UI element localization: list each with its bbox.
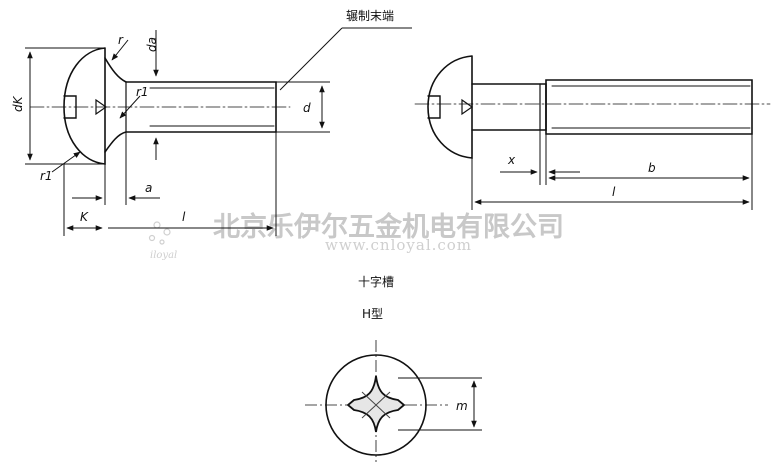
right-head-outline <box>427 55 473 159</box>
left-head-outline <box>63 47 106 165</box>
label-d-left: d <box>303 101 311 115</box>
label-da: da <box>145 37 159 52</box>
label-b: b <box>648 161 656 175</box>
right-shank <box>471 83 547 131</box>
watermark: iloyal 北京乐伊尔五金机电有限公司 www.cnloyal.com <box>148 211 564 261</box>
label-type-h: H型 <box>362 307 383 321</box>
watermark-logo-text: iloyal <box>150 250 177 261</box>
label-x: x <box>507 153 516 167</box>
label-m: m <box>456 399 468 413</box>
label-dk: dK <box>11 95 25 112</box>
left-neck <box>104 57 127 153</box>
right-dimensions <box>471 130 753 210</box>
cross-recess-shape <box>346 375 406 433</box>
label-l-right: l <box>612 185 616 199</box>
label-r: r <box>118 33 124 47</box>
right-thread <box>545 79 753 135</box>
label-k: K <box>80 210 89 224</box>
label-rolled-end: 辗制末端 <box>346 8 394 23</box>
label-r1-mid: r1 <box>136 85 149 99</box>
label-cross-recess: 十字槽 <box>358 274 394 289</box>
right-view <box>414 55 771 159</box>
watermark-url: www.cnloyal.com <box>325 236 472 254</box>
right-recess <box>427 95 441 119</box>
left-view <box>29 47 291 165</box>
label-r1-bottom: r1 <box>40 169 53 183</box>
left-dimensions <box>25 27 412 236</box>
label-l-left: l <box>182 210 186 224</box>
label-a: a <box>145 181 152 195</box>
recess-top-view <box>305 340 482 462</box>
